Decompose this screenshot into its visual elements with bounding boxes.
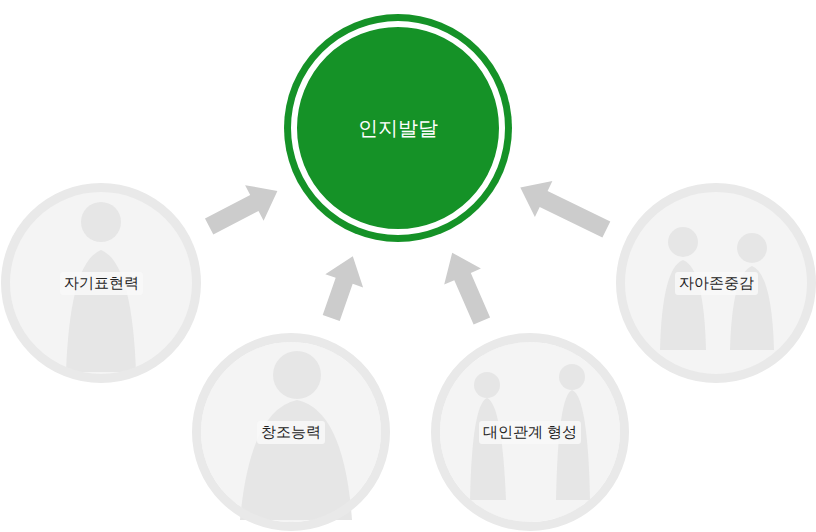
node-label: 대인관계 형성	[479, 421, 582, 444]
node-label: 인지발달	[358, 115, 438, 142]
center-circle: 인지발달	[291, 21, 505, 235]
block-arrow	[323, 256, 363, 321]
photo-circle: 자아존중감	[616, 183, 816, 383]
block-arrow	[205, 185, 277, 234]
node-label: 창조능력	[257, 421, 325, 444]
photo-circle: 대인관계 형성	[431, 333, 629, 531]
photo-circle: 자기표현력	[1, 183, 201, 383]
node-label: 자아존중감	[675, 272, 758, 295]
node-label: 자기표현력	[60, 272, 143, 295]
block-arrow	[520, 181, 610, 238]
block-arrow	[444, 253, 490, 325]
photo-circle: 창조능력	[192, 333, 390, 531]
